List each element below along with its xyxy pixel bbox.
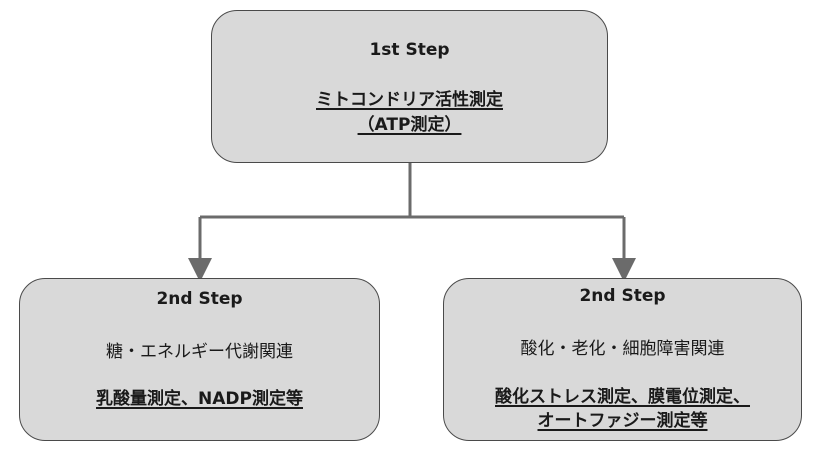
step1-line2: （ATP測定） xyxy=(357,115,462,135)
step2-left-title: 2nd Step xyxy=(156,289,243,309)
step2-right-category: 酸化・老化・細胞障害関連 xyxy=(520,339,725,359)
step2-right-box: 2nd Step 酸化・老化・細胞障害関連 酸化ストレス測定、膜電位測定、 オー… xyxy=(443,278,802,441)
step1-box: 1st Step ミトコンドリア活性測定 （ATP測定） xyxy=(211,10,608,163)
step2-right-methods-line2: オートファジー測定等 xyxy=(537,411,708,431)
step1-line1: ミトコンドリア活性測定 xyxy=(316,90,503,110)
step2-left-box: 2nd Step 糖・エネルギー代謝関連 乳酸量測定、NADP測定等 xyxy=(19,278,380,441)
step2-right-methods-line1: 酸化ストレス測定、膜電位測定、 xyxy=(495,387,750,407)
step2-left-methods: 乳酸量測定、NADP測定等 xyxy=(96,389,303,409)
step2-right-title: 2nd Step xyxy=(579,286,666,306)
step1-title: 1st Step xyxy=(369,40,450,60)
step2-left-category: 糖・エネルギー代謝関連 xyxy=(106,342,293,362)
